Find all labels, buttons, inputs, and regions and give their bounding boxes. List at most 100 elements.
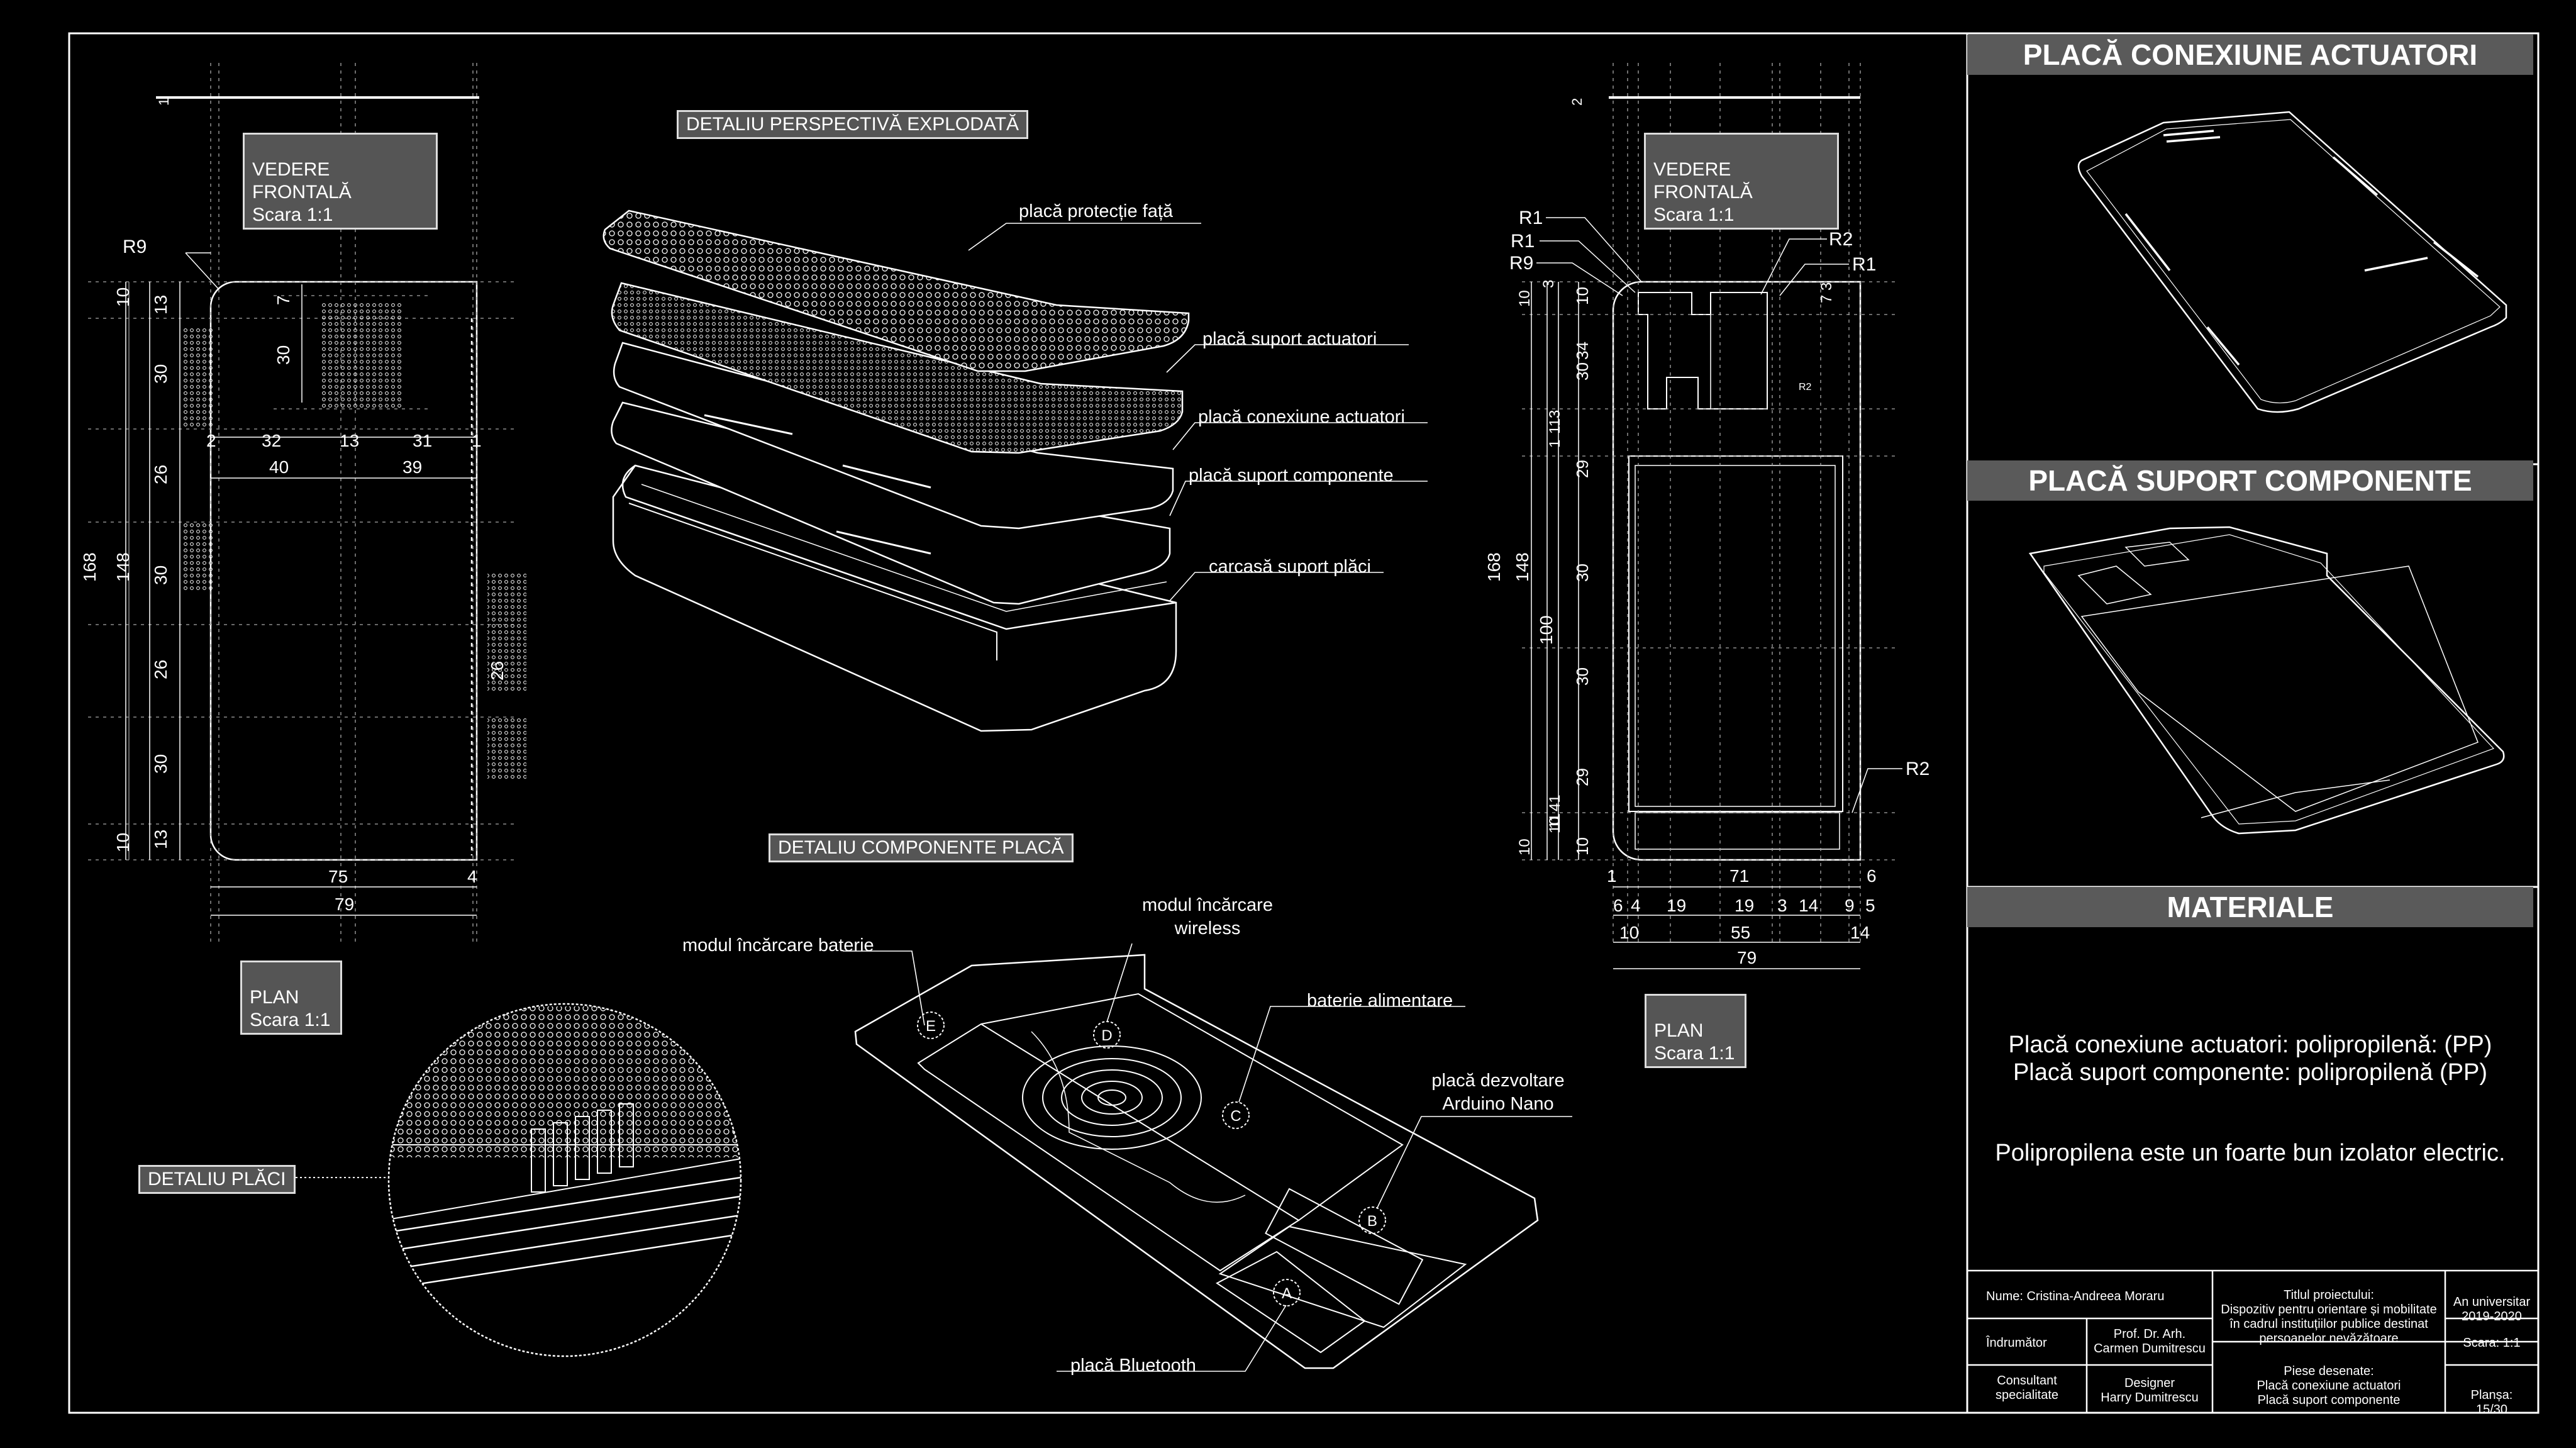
dim-right-h3-2: 14 — [1850, 923, 1870, 942]
dim-right-inner-7: 10 — [1573, 837, 1592, 855]
dim-left-v-5: 26 — [151, 660, 170, 679]
marker-d: D — [1101, 1027, 1112, 1044]
left-construction-lines — [88, 63, 516, 944]
dim-right-inner-1: 34 — [1573, 342, 1592, 360]
dim-r-168: 168 — [1484, 552, 1504, 582]
dim-right-outer-2: 1 — [1546, 440, 1563, 448]
dim-right-inner-5: 30 — [1573, 667, 1592, 686]
dim-bottom-4: 4 — [467, 867, 477, 886]
dim-right-h1-1: 71 — [1729, 866, 1749, 886]
marker-a: A — [1282, 1285, 1292, 1302]
dim-left-v-0: 10 — [113, 287, 133, 307]
dim-right-h2-7: 5 — [1865, 896, 1875, 915]
label-battery-charger: modul încărcare baterie — [682, 935, 874, 955]
right-construction-lines — [1522, 63, 1899, 944]
dim-top-right-3: 3 — [1818, 282, 1835, 291]
dim-right-h2-0: 6 — [1613, 896, 1623, 915]
dim-r1-a: R1 — [1519, 208, 1543, 228]
tb-project: Titlul proiectului:Dispozitiv pentru ori… — [2221, 1288, 2437, 1345]
dim-left-v-7: 13 — [151, 830, 170, 849]
dim-h1-a: 2 — [206, 431, 216, 450]
dim-top: 1 — [156, 98, 172, 106]
materials-line-2: Placă suport componente: polipropilenă (… — [2012, 1059, 2488, 1086]
dim-168: 168 — [80, 552, 99, 582]
tb-mentor-label: Îndrumător — [1986, 1336, 2047, 1350]
dim-right-outer-6: 10 — [1546, 816, 1563, 833]
panel-header-materials: MATERIALE — [1967, 887, 2533, 927]
dim-right-h3-1: 55 — [1731, 923, 1750, 942]
dim-right-h2-1: 4 — [1631, 896, 1641, 915]
exploded-labels: placă protecție față placă suport actuat… — [1019, 201, 1405, 577]
tb-drawings: Piese desenate:Placă conexiune actuatori… — [2257, 1364, 2401, 1407]
dim-right-v11: 11 — [1546, 813, 1563, 829]
label-housing: carcasă suport plăci — [1209, 557, 1371, 577]
component-leaders — [843, 943, 1572, 1372]
dim-148: 148 — [113, 552, 133, 582]
exploded-perspective — [602, 209, 1190, 732]
dim-radius: R9 — [123, 237, 147, 257]
label-battery: baterie alimentare — [1307, 991, 1453, 1011]
dim-r-148: 148 — [1513, 552, 1532, 582]
dim-left-v-1: 13 — [151, 295, 170, 315]
sheet-border — [68, 32, 2540, 1414]
exploded-title: DETALIU PERSPECTIVĂ EXPLODATĂ — [677, 110, 1029, 139]
dim-bottom-75: 75 — [328, 867, 348, 886]
dim-right-h1-0: 1 — [1607, 866, 1617, 886]
dim-right: 26 — [487, 661, 507, 681]
dim-r1-b: R1 — [1511, 231, 1535, 252]
tb-name: Nume: Cristina-Andreea Moraru — [1986, 1289, 2165, 1303]
dim-right-inner-3: 29 — [1573, 460, 1592, 478]
label-component-support: placă suport componente — [1189, 465, 1394, 486]
dim-right-inner-4: 30 — [1573, 564, 1592, 582]
dim-top: 2 — [1569, 98, 1585, 106]
dim-right-inner-6: 29 — [1573, 768, 1592, 786]
exploded-housing — [612, 464, 1177, 732]
dim-right-inner-2: 30 — [1573, 362, 1592, 381]
tb-consultant: Consultant specialitate — [1995, 1374, 2059, 1402]
dim-r-total: 79 — [1737, 948, 1757, 967]
dim-h1-e: 1 — [472, 431, 482, 450]
dim-h2-b: 39 — [402, 457, 422, 477]
dim-right-h2-3: 19 — [1735, 896, 1754, 915]
marker-c: C — [1230, 1108, 1241, 1125]
dim-right-h1-2: 6 — [1867, 866, 1877, 886]
label-actuator-support: placă suport actuatori — [1202, 329, 1377, 349]
left-dimension-lines — [125, 252, 477, 916]
label-actuator-connection: placă conexiune actuatori — [1198, 407, 1405, 427]
dim-inner-7: 7 — [274, 295, 293, 305]
dim-right-h2-6: 9 — [1845, 896, 1855, 915]
dim-left-v-2: 30 — [151, 364, 170, 384]
dim-h2-a: 40 — [269, 457, 289, 477]
dim-right-h2-4: 3 — [1777, 896, 1787, 915]
dim-h1-c: 13 — [340, 431, 359, 450]
dim-right-v41: 41 — [1546, 794, 1563, 811]
dim-h1-b: 32 — [262, 431, 281, 450]
dim-right-outer-5: 10 — [1516, 838, 1533, 855]
tb-sheet: Planșa:15/30 — [2470, 1388, 2513, 1417]
dim-r1-c: R1 — [1852, 254, 1876, 275]
dim-inner-30: 30 — [274, 345, 293, 365]
dim-r9: R9 — [1509, 253, 1533, 274]
dim-r2-a: R2 — [1829, 229, 1853, 250]
marker-b: B — [1367, 1213, 1377, 1230]
materials-line-3: Polipropilena este un foarte bun izolato… — [1995, 1140, 2506, 1166]
component-detail — [854, 954, 1539, 1369]
dim-right-h3-0: 10 — [1619, 923, 1639, 942]
dim-left-v-3: 26 — [151, 465, 170, 484]
dim-right-outer-1: 3 — [1540, 280, 1557, 288]
materials-line-1: Placă conexiune actuatori: polipropilenă… — [2008, 1032, 2492, 1058]
exploded-leaders — [968, 223, 1428, 601]
left-pin-rows — [182, 301, 526, 779]
dim-top-right-7: 7 — [1818, 295, 1835, 303]
dim-right-h2-5: 14 — [1799, 896, 1818, 915]
dim-r2-c: R2 — [1906, 759, 1929, 779]
dim-right-outer-4: 3 — [1546, 410, 1563, 418]
